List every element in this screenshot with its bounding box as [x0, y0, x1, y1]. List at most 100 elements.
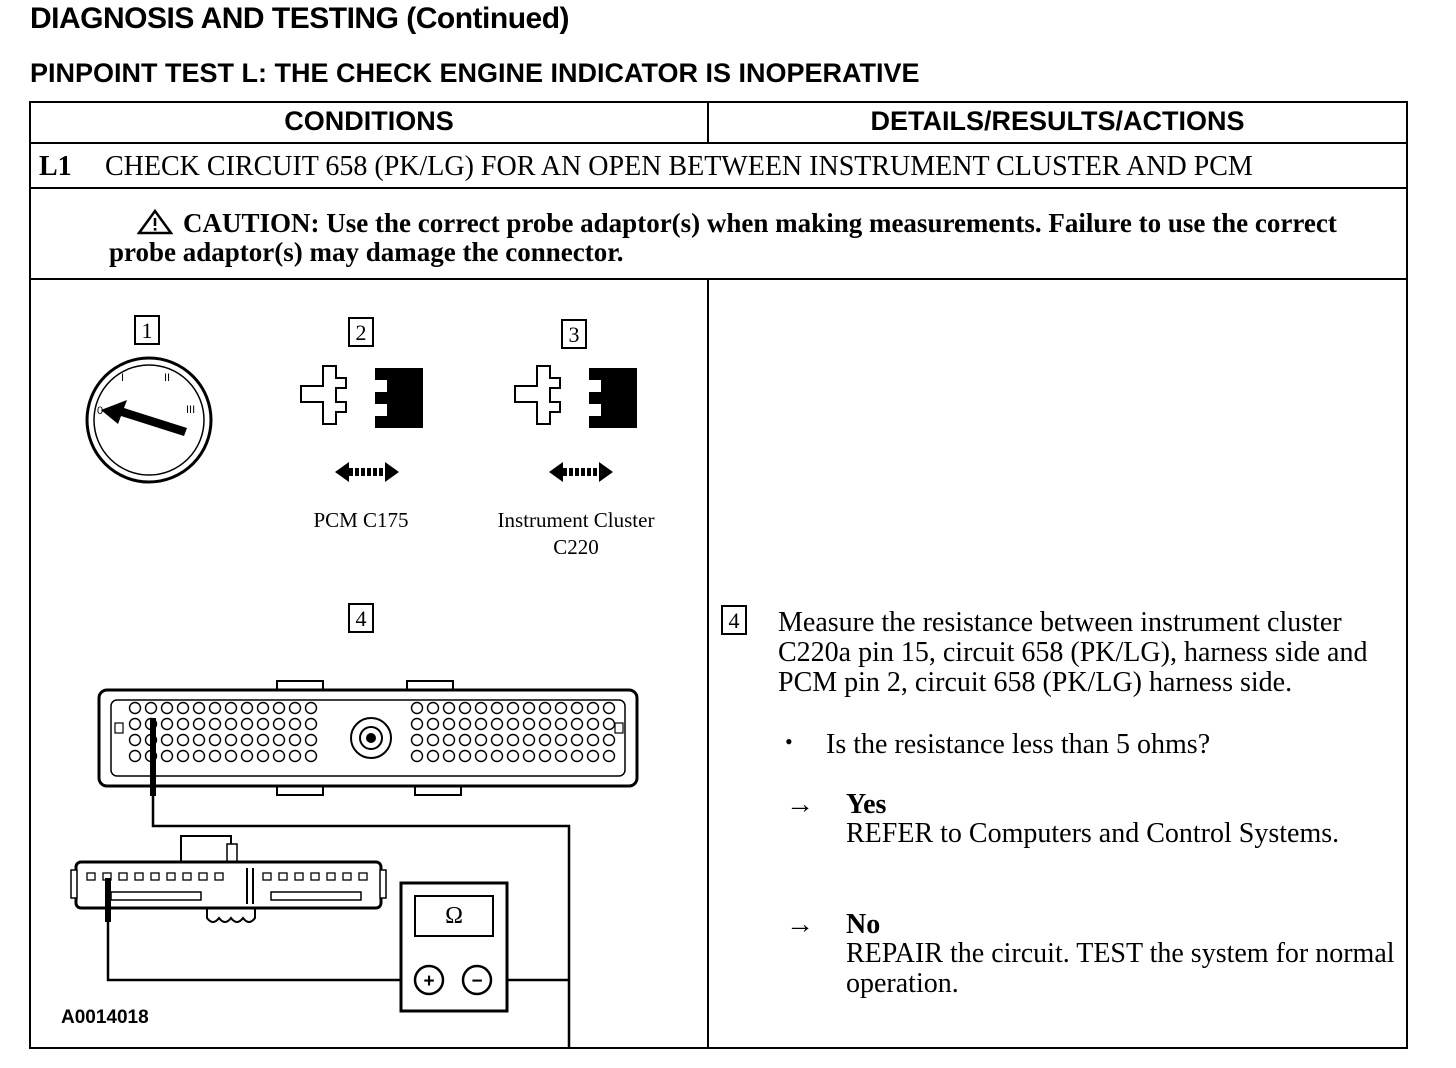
- pcm-pin: [240, 717, 254, 731]
- pcm-pin: [272, 749, 286, 763]
- pcm-pin: [554, 749, 568, 763]
- pcm-pin: [570, 701, 584, 715]
- cluster-pin: [86, 872, 96, 881]
- figure-id: A0014018: [61, 1007, 149, 1028]
- pcm-pin: [602, 749, 616, 763]
- pcm-pin: [506, 749, 520, 763]
- caution-divider: [31, 278, 1406, 280]
- caution-text: CAUTION: Use the correct probe adaptor(s…: [109, 208, 1337, 267]
- ignition-pos-2: II: [164, 372, 170, 384]
- cluster-pin: [182, 872, 192, 881]
- measurement-instruction: Measure the resistance between instrumen…: [778, 607, 1368, 698]
- pcm-pin: [458, 701, 472, 715]
- caution-note: CAUTION: Use the correct probe adaptor(s…: [109, 209, 1389, 267]
- ignition-switch-icon: 0 I II III: [85, 356, 213, 484]
- pcm-pin: [288, 733, 302, 747]
- pcm-pin: [426, 701, 440, 715]
- cluster-pin: [358, 872, 368, 881]
- pcm-pin: [144, 701, 158, 715]
- pcm-pin: [538, 733, 552, 747]
- cluster-pin-row: [86, 872, 368, 881]
- pcm-pin: [176, 749, 190, 763]
- pcm-pin: [426, 717, 440, 731]
- pcm-pin: [208, 749, 222, 763]
- yes-action: REFER to Computers and Control Systems.: [846, 818, 1340, 849]
- step-divider: [31, 187, 1406, 189]
- pcm-pin: [506, 717, 520, 731]
- pcm-connector-caption: PCM C175: [313, 508, 409, 532]
- body-column-divider: [707, 278, 709, 1047]
- ignition-pos-1: I: [121, 372, 124, 384]
- detail-step-4-number: 4: [721, 605, 747, 635]
- pcm-pin: [586, 733, 600, 747]
- cluster-c220-connector-drawing: [70, 835, 387, 923]
- pcm-pin: [490, 749, 504, 763]
- pcm-pin: [490, 717, 504, 731]
- pcm-pin: [442, 733, 456, 747]
- pcm-pin: [442, 701, 456, 715]
- pcm-pin: [256, 701, 270, 715]
- pcm-pin: [192, 717, 206, 731]
- pcm-pin: [554, 717, 568, 731]
- step-2-number: 2: [348, 317, 374, 347]
- cluster-pin: [262, 872, 272, 881]
- warning-icon: [137, 209, 173, 235]
- ohm-symbol: Ω: [445, 903, 463, 929]
- cluster-pin: [326, 872, 336, 881]
- pcm-pin: [256, 717, 270, 731]
- pcm-pin: [128, 749, 142, 763]
- cluster-pin: [342, 872, 352, 881]
- minus-terminal: −: [471, 971, 482, 992]
- pcm-pin: [426, 749, 440, 763]
- pcm-pin: [160, 733, 174, 747]
- pcm-pin: [586, 701, 600, 715]
- pcm-pin: [288, 701, 302, 715]
- cluster-pin: [198, 872, 208, 881]
- yes-label: Yes: [846, 789, 887, 820]
- cluster-pin: [278, 872, 288, 881]
- cluster-pin: [118, 872, 128, 881]
- pcm-pin: [410, 701, 424, 715]
- pcm-pin: [304, 701, 318, 715]
- pcm-pin: [522, 733, 536, 747]
- pcm-pin: [128, 717, 142, 731]
- pcm-connector-disconnect-icon: [300, 365, 423, 482]
- no-action: REPAIR the circuit. TEST the system for …: [846, 938, 1395, 999]
- pcm-pin: [304, 733, 318, 747]
- cluster-connector-caption-line2: C220: [553, 535, 599, 559]
- cluster-connector-disconnect-icon: [514, 365, 637, 482]
- pcm-pin: [224, 701, 238, 715]
- test-diagram: 0 I II III: [70, 356, 639, 1049]
- pcm-pin: [224, 749, 238, 763]
- pcm-pin: [256, 733, 270, 747]
- pcm-pin: [272, 733, 286, 747]
- step-1-number: 1: [134, 315, 160, 345]
- pcm-pin-grid: [128, 701, 616, 763]
- yes-arrow-icon: →: [786, 789, 814, 820]
- ohmmeter-icon: Ω + −: [399, 881, 509, 1013]
- pcm-pin: [192, 733, 206, 747]
- pcm-pin: [224, 733, 238, 747]
- cluster-pin: [150, 872, 160, 881]
- pcm-pin: [304, 717, 318, 731]
- pcm-pin: [602, 733, 616, 747]
- pcm-pin: [272, 717, 286, 731]
- pcm-pin: [490, 733, 504, 747]
- pcm-pin: [208, 733, 222, 747]
- header-divider: [31, 142, 1406, 144]
- details-header: DETAILS/RESULTS/ACTIONS: [870, 106, 1245, 136]
- pcm-pin: [602, 717, 616, 731]
- pcm-pin: [490, 701, 504, 715]
- pcm-pin: [570, 717, 584, 731]
- page-title: DIAGNOSIS AND TESTING (Continued): [30, 2, 570, 35]
- cluster-pin: [166, 872, 176, 881]
- resistance-question: Is the resistance less than 5 ohms?: [826, 729, 1211, 760]
- step-title: CHECK CIRCUIT 658 (PK/LG) FOR AN OPEN BE…: [105, 151, 1253, 182]
- pcm-pin: [160, 749, 174, 763]
- pinpoint-test-table: CONDITIONS DETAILS/RESULTS/ACTIONS L1 CH…: [29, 101, 1408, 1049]
- pcm-pin: [538, 749, 552, 763]
- pcm-pin: [410, 717, 424, 731]
- header-column-divider: [707, 103, 709, 142]
- pcm-pin: [128, 701, 142, 715]
- pcm-pin: [160, 717, 174, 731]
